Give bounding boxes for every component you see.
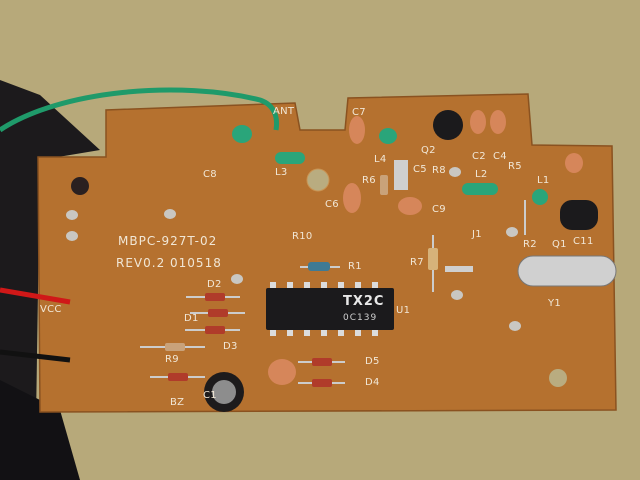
- label-c8: C8: [203, 169, 217, 180]
- enclosure-lower: [0, 380, 80, 480]
- label-l4: L4: [374, 154, 387, 165]
- mounting-hole: [549, 369, 567, 387]
- antenna-wire: [0, 87, 280, 133]
- label-c5: C5: [413, 164, 427, 175]
- label-r5: R5: [508, 161, 522, 172]
- capacitor-c1-top: [212, 380, 236, 404]
- label-bz: BZ: [170, 397, 185, 408]
- label-r9: R9: [165, 354, 179, 365]
- label-d1: D1: [184, 313, 199, 324]
- mounting-hole: [71, 177, 89, 195]
- board-model-label: MBPC-927T-02: [118, 234, 218, 248]
- label-r8: R8: [432, 165, 446, 176]
- label-c9: C9: [432, 204, 446, 215]
- ceramic-capacitors: [268, 110, 583, 385]
- chip-name: TX2C: [343, 294, 385, 309]
- label-y1: Y1: [548, 298, 562, 309]
- label-r1: R1: [348, 261, 362, 272]
- label-c7: C7: [352, 107, 366, 118]
- label-d4: D4: [365, 377, 380, 388]
- transistor-q1: [560, 200, 598, 230]
- chip-code: 0C139: [343, 313, 378, 323]
- label-c1: C1: [203, 390, 217, 401]
- solder-pads: [66, 167, 521, 331]
- red-wire: [0, 287, 71, 305]
- label-l3: L3: [275, 167, 288, 178]
- label-l2: L2: [475, 169, 488, 180]
- label-vcc: VCC: [40, 304, 62, 315]
- label-r2: R2: [523, 239, 537, 250]
- ic-tx2c: [266, 282, 394, 336]
- label-r6: R6: [362, 175, 376, 186]
- label-ant: ANT: [273, 106, 295, 117]
- black-wire: [0, 349, 71, 363]
- label-d5: D5: [365, 356, 380, 367]
- label-j1: J1: [472, 229, 482, 240]
- label-c2: C2: [472, 151, 486, 162]
- enclosure-shell: [0, 80, 100, 480]
- label-d2: D2: [207, 279, 222, 290]
- label-d3: D3: [223, 341, 238, 352]
- label-c4: C4: [493, 151, 507, 162]
- inductors: [232, 125, 548, 205]
- label-c11: C11: [573, 236, 594, 247]
- mounting-hole: [306, 168, 330, 192]
- board-revision-label: REV0.2 010518: [116, 256, 222, 270]
- label-c6: C6: [325, 199, 339, 210]
- label-r10: R10: [292, 231, 313, 242]
- transistor-q2: [433, 110, 463, 140]
- component-bodies: [165, 160, 473, 387]
- label-l1: L1: [537, 175, 550, 186]
- circuit-board: [37, 93, 617, 413]
- label-r7: R7: [410, 257, 424, 268]
- crystal-y1: [517, 255, 617, 287]
- label-q2: Q2: [421, 145, 436, 156]
- label-q1: Q1: [552, 239, 567, 250]
- label-u1: U1: [396, 305, 411, 316]
